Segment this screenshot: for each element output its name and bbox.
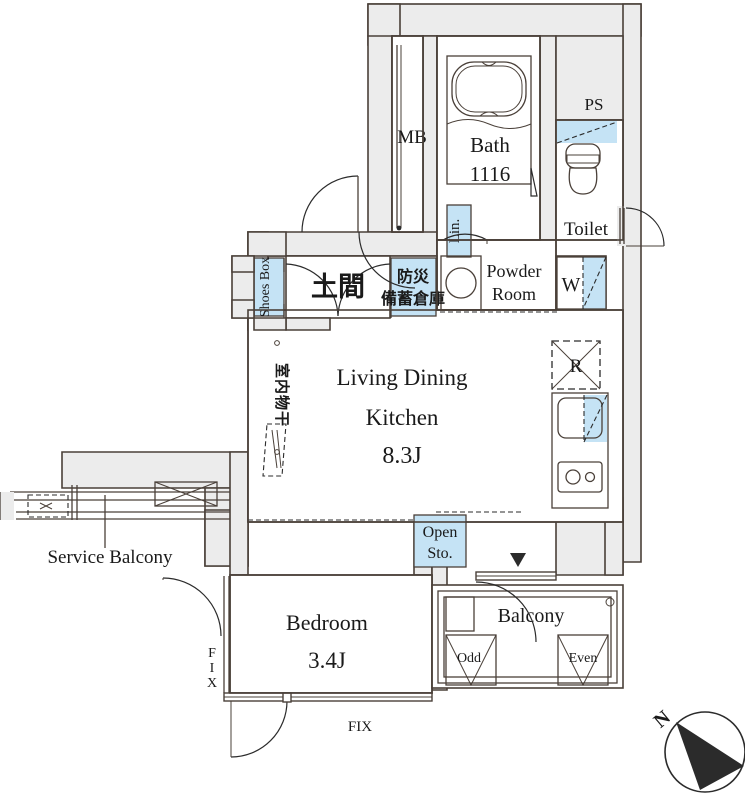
ps-group: PS bbox=[585, 95, 604, 114]
linen-group: Lin. bbox=[446, 204, 472, 258]
linen-cabinet bbox=[446, 204, 472, 258]
label-indoor-dryer: 室内物干 bbox=[273, 363, 291, 427]
label-washer: W bbox=[562, 274, 581, 296]
label-ps: PS bbox=[585, 95, 604, 114]
label-open-sto-1: Open bbox=[423, 524, 458, 541]
label-living-area: 8.3J bbox=[382, 443, 421, 469]
label-powder-2: Room bbox=[492, 284, 536, 304]
open-storage-group: Open Sto. bbox=[413, 514, 467, 568]
label-bath: Bath bbox=[470, 133, 510, 157]
label-living-2: Kitchen bbox=[366, 405, 439, 430]
shoes-box-group: Shoes Box bbox=[253, 257, 285, 317]
open-storage bbox=[413, 514, 467, 568]
label-bedroom-area: 3.4J bbox=[308, 648, 346, 673]
disaster-storage-group: 防災 備蓄倉庫 bbox=[381, 257, 445, 317]
toilet-group: Toilet bbox=[556, 121, 665, 247]
washer-group: W bbox=[556, 256, 607, 310]
label-open-sto-2: Sto. bbox=[427, 545, 452, 562]
balcony-group: Odd Even Balcony bbox=[437, 553, 618, 687]
room-outlines bbox=[229, 35, 624, 694]
entrance-door-group bbox=[301, 175, 416, 289]
label-balcony: Balcony bbox=[498, 605, 565, 627]
label-refrigerator: R bbox=[570, 356, 583, 377]
label-bath-size: 1116 bbox=[470, 162, 510, 186]
doma-group: 土間 bbox=[283, 255, 392, 319]
label-linen: Lin. bbox=[447, 219, 463, 244]
label-service-balcony: Service Balcony bbox=[47, 547, 173, 568]
label-fix-bottom: FIX bbox=[348, 719, 372, 735]
label-balcony-odd: Odd bbox=[457, 651, 481, 666]
wall-overlays bbox=[231, 3, 641, 331]
fridge-space bbox=[551, 340, 601, 390]
label-powder-1: Powder bbox=[487, 261, 542, 281]
label-shoes-box: Shoes Box bbox=[258, 257, 273, 317]
service-balcony-group: Service Balcony bbox=[0, 481, 230, 568]
room-living bbox=[247, 309, 624, 523]
label-bedroom: Bedroom bbox=[286, 610, 368, 635]
compass-rose: N bbox=[650, 706, 745, 793]
label-living-1: Living Dining bbox=[337, 365, 468, 390]
mb-group: MB bbox=[396, 45, 427, 231]
refrigerator-group: R bbox=[551, 340, 601, 390]
label-balcony-even: Even bbox=[569, 651, 598, 666]
living-group: Living Dining Kitchen 8.3J 室内物干 bbox=[248, 309, 560, 521]
room-bedroom bbox=[229, 574, 433, 694]
label-disaster-1: 防災 bbox=[397, 267, 430, 286]
powder-room-group: Powder Room bbox=[440, 233, 542, 311]
room-balcony bbox=[431, 584, 624, 689]
label-mb: MB bbox=[397, 127, 427, 148]
bath-group: Bath 1116 bbox=[446, 55, 538, 197]
label-doma: 土間 bbox=[311, 272, 365, 303]
disaster-storage bbox=[390, 257, 437, 317]
kitchen-counter-group bbox=[551, 392, 609, 509]
label-compass-north: N bbox=[650, 706, 676, 732]
label-disaster-2: 備蓄倉庫 bbox=[381, 289, 445, 308]
label-toilet: Toilet bbox=[564, 219, 609, 240]
